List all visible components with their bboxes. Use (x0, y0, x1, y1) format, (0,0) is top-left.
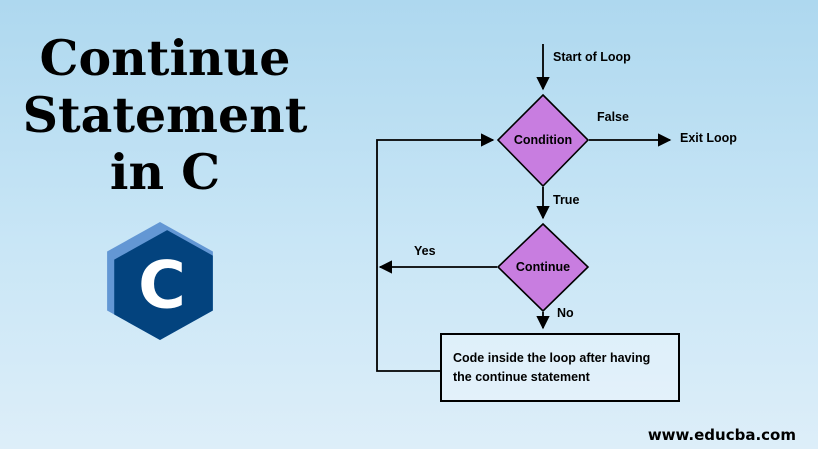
title-line-1: Continue (39, 29, 291, 87)
exit-loop-label: Exit Loop (680, 131, 737, 145)
yes-label: Yes (414, 244, 436, 258)
c-logo-letter: C (138, 248, 186, 323)
no-label: No (557, 306, 574, 320)
website-watermark: www.educba.com (647, 426, 796, 444)
page-title: Continue Statement in C (13, 30, 317, 200)
false-label: False (597, 110, 629, 124)
condition-label: Condition (513, 133, 573, 147)
process-box-line-2: the continue statement (453, 369, 590, 384)
loop-back-connector (376, 133, 495, 372)
title-line-3: in C (109, 142, 221, 201)
c-language-logo-icon: C (107, 222, 213, 340)
c-logo-svg: C (107, 222, 213, 340)
condition-diamond (496, 93, 590, 188)
true-label: True (553, 193, 580, 207)
start-of-loop-label: Start of Loop (553, 50, 631, 64)
continue-diamond (496, 222, 590, 313)
process-box-line-1: Code inside the loop after having (453, 351, 651, 366)
process-box: Code inside the loop after having the co… (440, 333, 680, 402)
continue-label: Continue (515, 260, 571, 274)
c-logo-hexagon-dark (114, 230, 213, 340)
title-line-2: Statement (22, 85, 308, 144)
